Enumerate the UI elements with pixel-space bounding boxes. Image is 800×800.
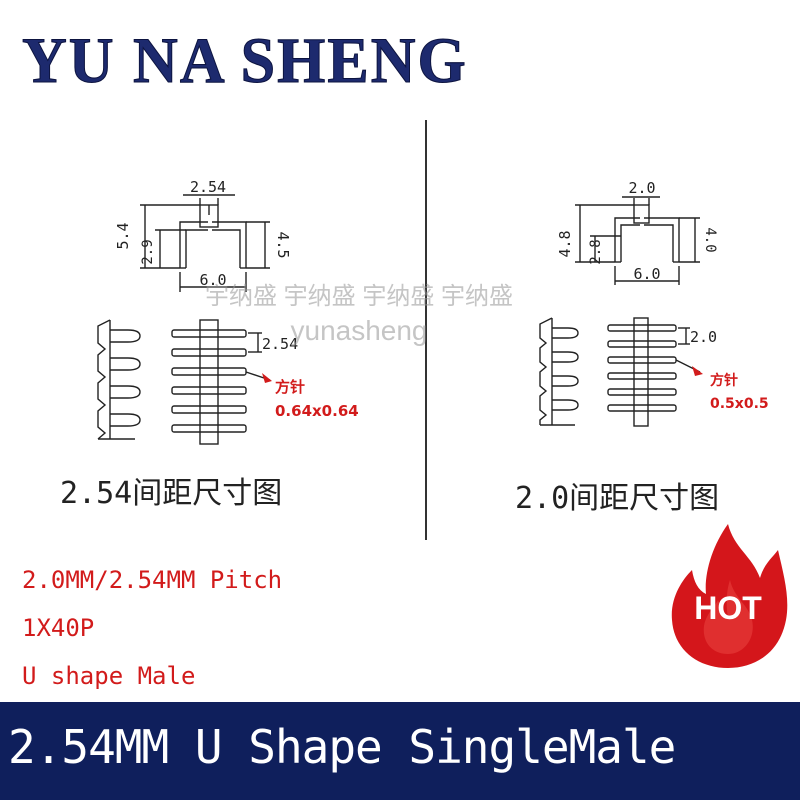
brand-title: YU NA SHENG xyxy=(22,25,468,97)
right-caption: 2.0间距尺寸图 xyxy=(515,481,720,516)
bottom-banner xyxy=(0,702,800,800)
right-dim-span: 6.0 xyxy=(633,265,660,283)
center-divider xyxy=(425,120,427,540)
right-dim-height: 4.8 xyxy=(556,230,574,257)
right-dim-inner: 2.8 xyxy=(588,239,604,264)
right-side-view xyxy=(575,196,700,285)
left-dim-right: 4.5 xyxy=(274,231,292,258)
right-dim-right: 4.0 xyxy=(702,227,718,252)
right-header-pins xyxy=(607,324,677,412)
left-u-pins xyxy=(110,329,141,427)
banner-title: 2.54MM U Shape SingleMale xyxy=(8,720,676,774)
left-pin-label: 方针 xyxy=(275,378,305,396)
right-pin-size: 0.5x0.5 xyxy=(710,396,769,412)
right-dim-pitch: 2.0 xyxy=(690,328,717,346)
watermark-line2: yunasheng xyxy=(290,315,428,346)
spec-list: 2.0MM/2.54MM Pitch 1X40P U shape Male xyxy=(22,556,282,700)
left-caption: 2.54间距尺寸图 xyxy=(60,476,283,511)
left-dim-height: 5.4 xyxy=(114,222,132,249)
left-side-view xyxy=(140,194,270,292)
left-dim-span: 6.0 xyxy=(199,271,226,289)
left-pin-size: 0.64x0.64 xyxy=(275,402,359,420)
left-dim-top: 2.54 xyxy=(190,178,226,196)
right-dim-top: 2.0 xyxy=(628,179,655,197)
spec-pitch: 2.0MM/2.54MM Pitch xyxy=(22,566,283,594)
left-header-pins xyxy=(171,329,247,433)
spec-shape: U shape Male xyxy=(22,662,196,690)
left-dim-pitch: 2.54 xyxy=(262,335,298,353)
hot-badge-label: HOT xyxy=(694,590,762,626)
right-top-view xyxy=(539,317,701,427)
left-top-view xyxy=(97,319,271,445)
left-dim-inner: 2.9 xyxy=(140,239,156,264)
watermark-line1: 宇纳盛 宇纳盛 宇纳盛 宇纳盛 xyxy=(205,283,514,310)
right-u-pins xyxy=(552,327,579,411)
dimension-drawings: 2.54 5.4 2.9 4.5 6.0 2.54 方针 0.64x0.64 xyxy=(97,178,769,445)
watermark: 宇纳盛 宇纳盛 宇纳盛 宇纳盛 yunasheng xyxy=(205,280,513,348)
hot-flame-icon xyxy=(671,524,788,668)
spec-positions: 1X40P xyxy=(22,614,95,642)
right-pin-label: 方针 xyxy=(710,372,738,389)
